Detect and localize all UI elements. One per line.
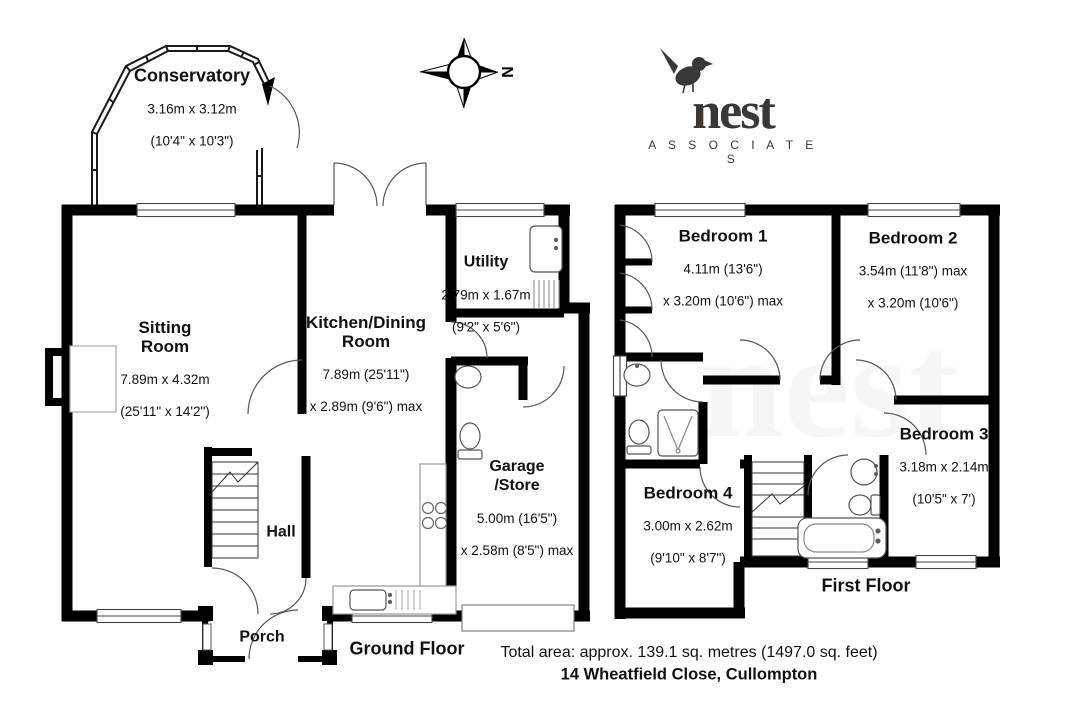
room-name: Bedroom 2	[868, 228, 958, 248]
room-label-utility: Utility 2.79m x 1.67m (9'2" x 5'6")	[441, 237, 530, 352]
room-dims-metric: 3.54m (11'8") max	[858, 263, 968, 279]
first-floor-windows	[612, 202, 977, 570]
first-floor-fixtures	[623, 363, 887, 559]
room-dims-metric: 7.89m x 4.32m	[120, 372, 210, 387]
room-name: Hall	[266, 523, 296, 541]
room-dims-imperial: (9'10" x 8'7")	[650, 550, 726, 566]
room-label-bedroom3: Bedroom 3 3.18m x 2.14m (10'5" x 7')	[899, 409, 988, 524]
room-dims-metric: 3.00m x 2.62m	[643, 518, 733, 534]
room-label-bedroom2: Bedroom 2 3.54m (11'8") max x 3.20m (10'…	[859, 213, 967, 328]
room-name: Bedroom 4	[643, 483, 733, 503]
ground-floor-plan	[45, 45, 590, 665]
ground-floor-fixtures	[69, 225, 563, 615]
room-dims-metric: 7.89m (25'11")	[322, 367, 410, 382]
room-name: Bedroom 1	[678, 226, 768, 246]
logo-wordmark: nest	[692, 83, 776, 140]
agency-logo: nest A S S O C I A T E S	[648, 46, 818, 167]
room-dims-metric: 3.18m x 2.14m	[899, 459, 989, 475]
room-label-conservatory: Conservatory 3.16m x 3.12m (10'4" x 10'3…	[134, 51, 250, 166]
first-floor-label: First Floor	[821, 575, 911, 596]
compass-north-label: N	[498, 66, 515, 78]
room-dims-imperial: x 3.20m (10'6")	[867, 295, 959, 311]
room-dims-imperial: x 3.20m (10'6") max	[663, 293, 783, 309]
first-floor-plan	[612, 202, 1000, 619]
room-label-bedroom1: Bedroom 1 4.11m (13'6") x 3.20m (10'6") …	[663, 211, 783, 326]
conservatory-door	[262, 77, 300, 149]
ground-floor-doors	[211, 162, 565, 615]
room-dims-imperial: x 2.58m (8'5") max	[460, 543, 574, 558]
room-dims-imperial: (10'5" x 7')	[912, 491, 976, 507]
room-name: Sitting Room	[138, 318, 192, 356]
room-dims-imperial: x 2.89m (9'6") max	[309, 399, 423, 414]
address-text: 14 Wheatfield Close, Cullompton	[560, 665, 818, 684]
room-dims-imperial: (10'4" x 10'3")	[150, 133, 234, 149]
room-name: Porch	[239, 628, 285, 646]
conservatory-outline	[91, 45, 271, 207]
room-label-garage-store: Garage /Store 5.00m (16'5") x 2.58m (8'5…	[461, 441, 573, 575]
ground-floor-windows	[96, 202, 575, 632]
room-name: Utility	[463, 253, 509, 271]
room-label-hall: Hall	[266, 507, 295, 558]
room-dims-metric: 4.11m (13'6")	[683, 261, 763, 277]
room-dims-imperial: (25'11" x 14'2")	[120, 404, 210, 419]
room-name: Conservatory	[133, 65, 251, 86]
room-dims-metric: 5.00m (16'5")	[476, 511, 558, 526]
first-floor-doors	[619, 224, 927, 508]
room-label-bedroom4: Bedroom 4 3.00m x 2.62m (9'10" x 8'7")	[643, 468, 732, 583]
room-label-porch: Porch	[239, 612, 284, 663]
room-dims-metric: 3.16m x 3.12m	[147, 101, 237, 117]
room-name: Bedroom 3	[899, 424, 989, 444]
compass-icon: N	[419, 37, 515, 109]
room-dims-metric: 2.79m x 1.67m	[441, 287, 531, 303]
room-name: Kitchen/Dining Room	[306, 313, 426, 351]
room-label-kitchen-dining: Kitchen/Dining Room 7.89m (25'11") x 2.8…	[306, 297, 426, 431]
room-label-sitting-room: Sitting Room 7.89m x 4.32m (25'11" x 14'…	[120, 302, 210, 436]
total-area-text: Total area: approx. 139.1 sq. metres (14…	[500, 644, 878, 661]
first-floor-walls	[614, 204, 1000, 619]
first-floor-stairs	[751, 461, 805, 557]
room-dims-imperial: (9'2" x 5'6")	[451, 319, 521, 335]
room-name: Garage /Store	[489, 458, 545, 494]
logo-subtitle: A S S O C I A T E S	[648, 138, 818, 166]
ground-floor-stairs	[211, 461, 259, 559]
bird-icon	[660, 48, 713, 94]
ground-floor-label: Ground Floor	[349, 638, 465, 659]
